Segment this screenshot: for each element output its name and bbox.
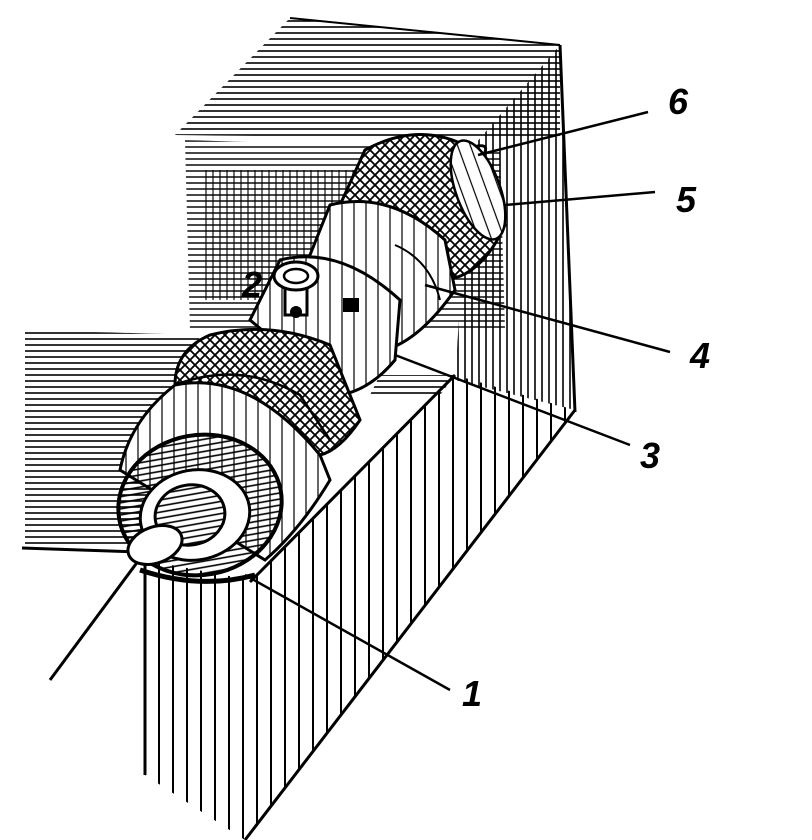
locking-screw [272,260,320,318]
callout-label-4: 4 [689,335,710,376]
graduated-sleeve-upper [298,200,457,352]
v-block-plate [143,373,577,840]
leader-line-4 [424,283,671,354]
leader-line-6 [477,110,649,157]
front-end-face [116,432,284,584]
callout-labels: 6 5 4 3 2 1 [241,81,710,714]
callout-label-2: 2 [241,264,262,305]
block-top-face [175,18,560,140]
callout-label-3: 3 [640,435,660,476]
front-knurled-ring [173,327,362,457]
leader-line-1 [244,573,451,692]
callout-label-1: 1 [462,673,482,714]
callout-label-5: 5 [676,179,697,220]
callout-label-6: 6 [668,81,689,122]
leader-lines [244,110,671,692]
leader-line-5 [504,190,656,207]
spindle-rod [48,544,152,681]
rear-knurled-ring [338,133,507,282]
leader-line-3 [394,353,631,447]
